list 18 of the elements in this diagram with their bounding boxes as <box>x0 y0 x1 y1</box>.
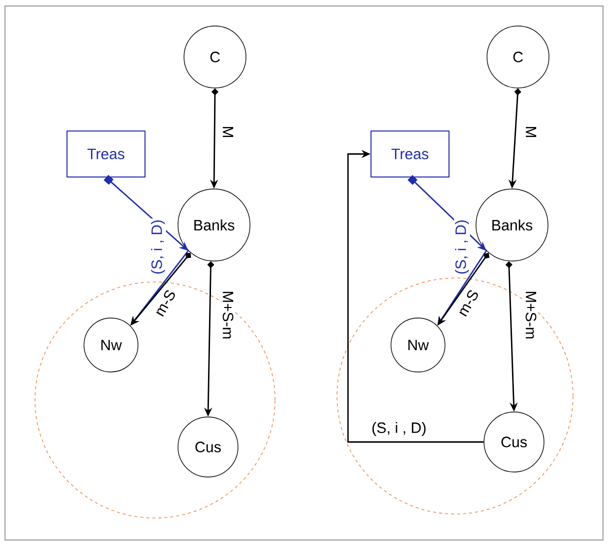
edge-label: M+S-m <box>222 290 234 340</box>
edge-label: (S, i , D) <box>454 218 470 276</box>
circle-node: Banks <box>178 188 250 262</box>
circle-node: Cus <box>178 416 238 478</box>
edge-label: M <box>524 124 538 140</box>
edge-label: (S, i , D) <box>370 421 428 437</box>
circle-node: Banks <box>476 188 548 262</box>
process-box: Treas <box>370 130 450 178</box>
circle-node: Nw <box>84 318 138 372</box>
edge-label: (S, i , D) <box>150 218 166 276</box>
edge-label: M+S-m <box>524 290 538 340</box>
circle-node: Cus <box>484 412 544 472</box>
edge-label: M <box>222 124 234 140</box>
circle-node: C <box>486 26 550 88</box>
circle-node: C <box>184 26 246 88</box>
process-box: Treas <box>66 130 146 178</box>
arrow <box>347 150 484 443</box>
circle-node: Nw <box>390 318 446 372</box>
